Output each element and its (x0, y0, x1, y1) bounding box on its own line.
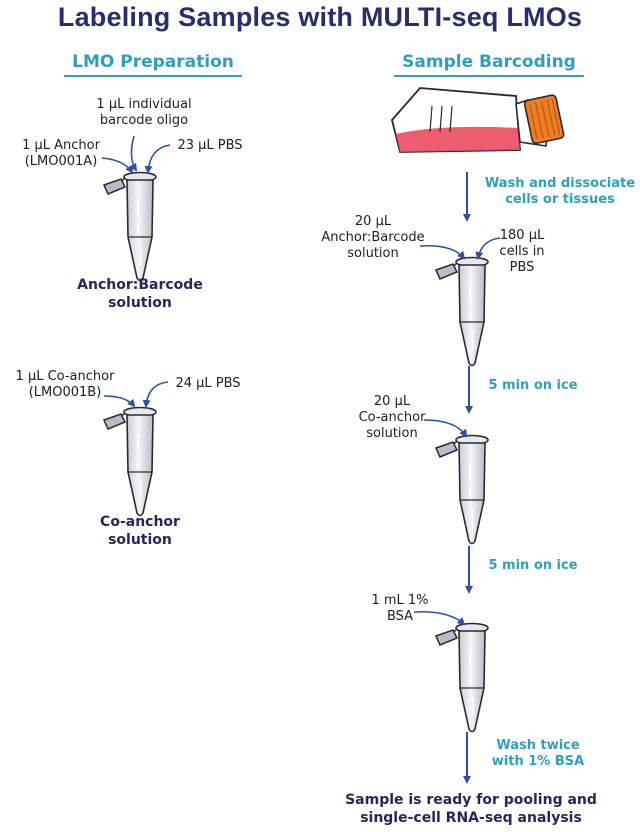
cells-tube-1 (435, 256, 489, 367)
oligo-arrow (129, 135, 138, 172)
coanchor-caption: Co-anchor solution (100, 514, 180, 548)
coanchor-tube (103, 406, 157, 517)
coanchor-label: 1 µL Co-anchor (LMO001B) (15, 369, 115, 400)
oligo-label: 1 µL individual barcode oligo (96, 97, 192, 128)
cells-tube-2 (435, 434, 489, 545)
step-wash-dissociate: Wash and dissociate cells or tissues (484, 176, 636, 207)
anchor-solution-arrow (419, 244, 466, 260)
anchor-barcode-tube (103, 171, 157, 282)
pbs-arrow (144, 144, 171, 174)
cells-arrow (475, 237, 501, 260)
final-result-caption: Sample is ready for pooling and single-c… (345, 792, 597, 826)
step-5min-ice-1: 5 min on ice (488, 378, 578, 393)
coanchor-solution-label: 20 µL Co-anchor solution (358, 394, 426, 441)
bsa-label: 1 mL 1% BSA (371, 593, 429, 624)
pbs-label: 23 µL PBS (177, 138, 243, 153)
coanchor-solution-arrow (423, 419, 468, 438)
pbs-label-2: 24 µL PBS (175, 376, 241, 391)
coanchor-arrow (103, 395, 136, 408)
cell-culture-flask-icon (391, 87, 565, 153)
anchor-barcode-caption: Anchor:Barcode solution (77, 277, 203, 311)
pbs-arrow-2 (142, 381, 169, 408)
page-title: Labeling Samples with MULTI-seq LMOs (57, 2, 583, 32)
anchor-arrow (101, 157, 134, 174)
cells-tube-3 (435, 622, 489, 733)
cells-in-pbs-label: 180 µL cells in PBS (499, 228, 545, 275)
anchor-label: 1 µL Anchor (LMO001A) (22, 138, 100, 169)
anchor-barcode-solution-label: 20 µL Anchor:Barcode solution (321, 214, 425, 261)
bsa-arrow (413, 610, 466, 626)
sample-barcoding-header: Sample Barcoding (394, 52, 584, 77)
step-wash-twice: Wash twice with 1% BSA (491, 738, 585, 769)
lmo-preparation-header: LMO Preparation (64, 52, 242, 77)
step-5min-ice-2: 5 min on ice (488, 558, 578, 573)
